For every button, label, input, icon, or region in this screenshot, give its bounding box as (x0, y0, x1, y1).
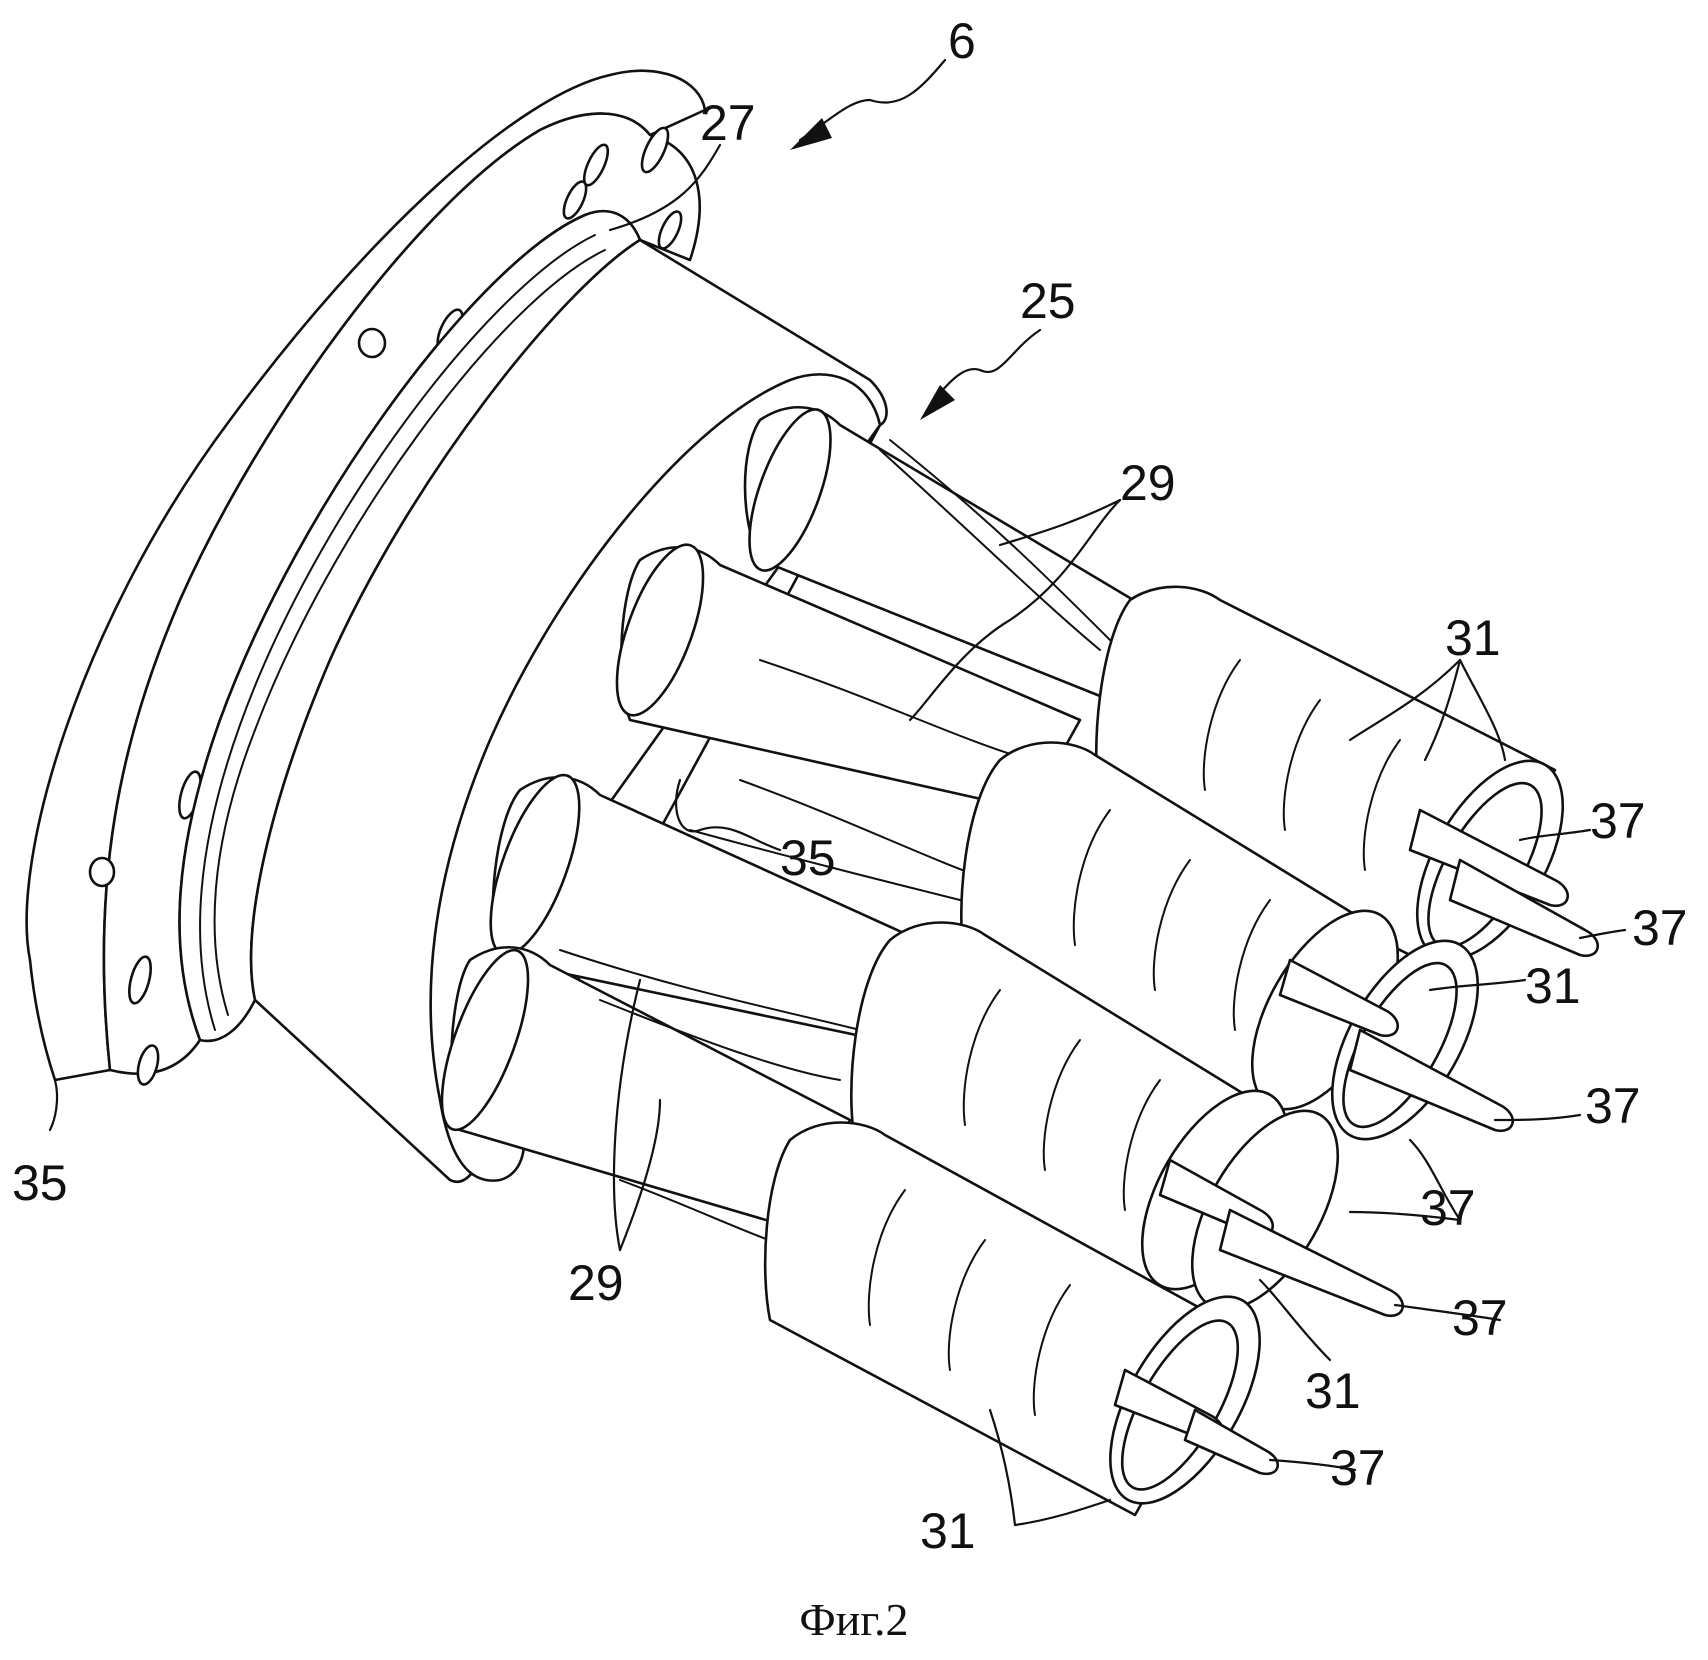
outer-flange (25, 69, 707, 1086)
ref-31-lower-mid: 31 (1305, 1363, 1361, 1419)
ref-37-e: 37 (1452, 1290, 1508, 1346)
ref-31-mid-right: 31 (1525, 958, 1581, 1014)
ref-31-top: 31 (1445, 610, 1501, 666)
ref-35-spoke: 35 (780, 830, 836, 886)
ref-37-b: 37 (1632, 900, 1688, 956)
ref-35-flange: 35 (12, 1155, 68, 1211)
figure-caption: Фиг.2 (799, 1594, 908, 1645)
nozzle-mid-left (489, 773, 932, 1042)
ref-31-bottom: 31 (920, 1503, 976, 1559)
nozzle-upper-left (615, 543, 1082, 812)
ref-25: 25 (1020, 273, 1076, 329)
nozzle-top (743, 406, 1152, 702)
ref-29-upper: 29 (1120, 455, 1176, 511)
ref-27: 27 (700, 95, 756, 151)
ref-6: 6 (948, 13, 976, 69)
leader-lines (48, 58, 1627, 1527)
nozzle-lower-left (440, 946, 852, 1232)
lances (1113, 808, 1599, 1476)
ref-37-c: 37 (1585, 1078, 1641, 1134)
ref-37-f: 37 (1330, 1440, 1386, 1496)
ref-29-lower: 29 (568, 1255, 624, 1311)
ref-37-d: 37 (1420, 1180, 1476, 1236)
ref-37-a: 37 (1590, 793, 1646, 849)
reference-labels: 6 27 25 29 35 35 29 31 31 31 31 37 37 37… (12, 13, 1688, 1559)
